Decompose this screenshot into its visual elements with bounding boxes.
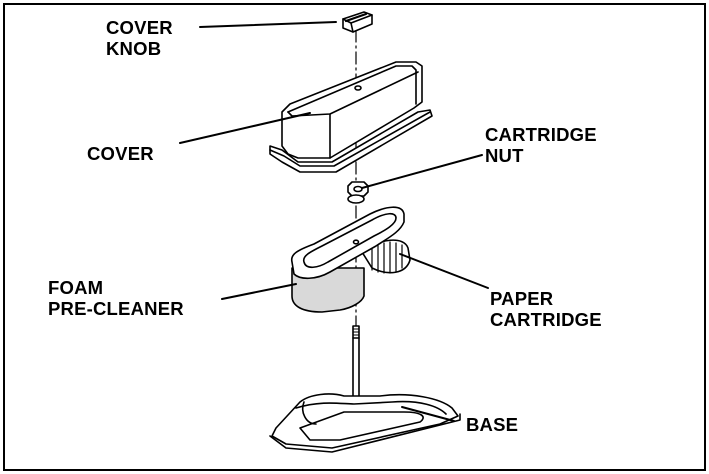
leader-foam-pre-cleaner bbox=[221, 283, 297, 300]
leader-base bbox=[401, 406, 455, 422]
label-paper-cartridge: PAPER CARTRIDGE bbox=[490, 288, 602, 330]
cover-knob-part bbox=[342, 11, 373, 33]
leader-cover bbox=[179, 112, 311, 144]
cartridge-nut-part bbox=[347, 181, 369, 204]
foam-pre-cleaner-part bbox=[290, 206, 405, 313]
leader-cartridge-nut bbox=[361, 154, 483, 189]
leader-cover-knob bbox=[199, 21, 337, 28]
cover-part bbox=[269, 61, 433, 173]
leader-paper-cartridge bbox=[399, 253, 489, 289]
label-foam-pre-cleaner: FOAM PRE-CLEANER bbox=[48, 277, 184, 319]
label-cover-knob: COVER KNOB bbox=[106, 17, 173, 59]
label-cartridge-nut: CARTRIDGE NUT bbox=[485, 124, 597, 166]
base-part bbox=[269, 393, 461, 453]
label-base: BASE bbox=[466, 414, 519, 435]
label-cover: COVER bbox=[87, 143, 154, 164]
